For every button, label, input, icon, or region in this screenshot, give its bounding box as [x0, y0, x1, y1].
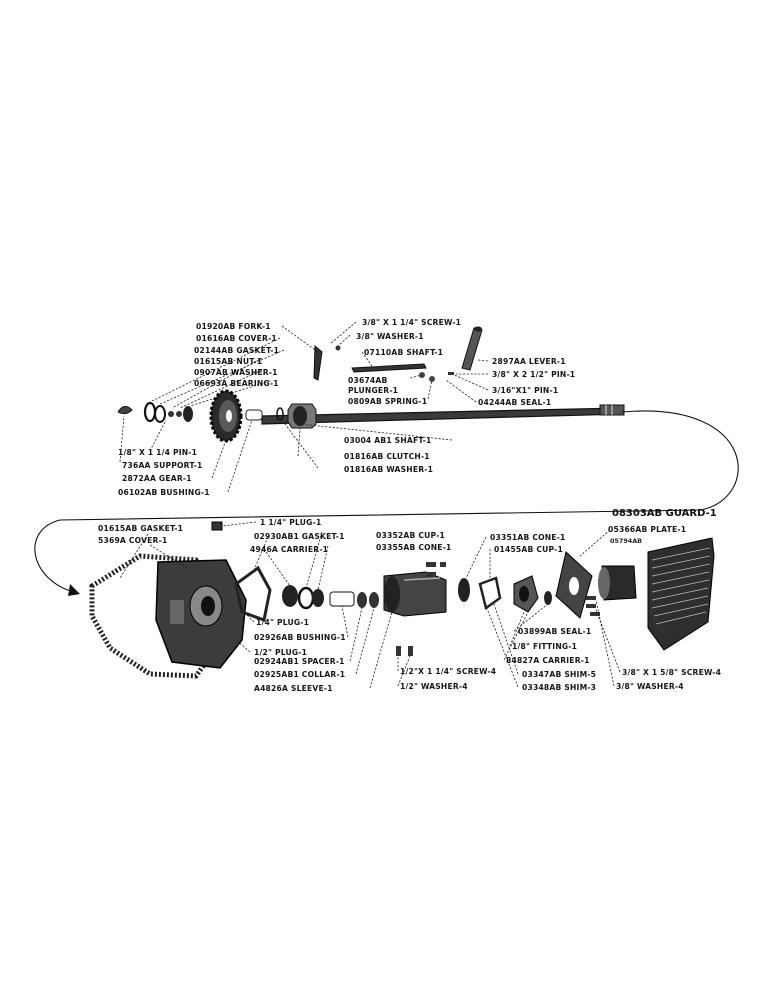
label-spring: 0809AB SPRING-1	[348, 397, 427, 406]
label-fitting: 1/8" FITTING-1	[512, 642, 577, 651]
label-washer-38: 3/8" WASHER-1	[356, 332, 424, 341]
label-cup-01455: 01455AB CUP-1	[494, 545, 563, 554]
label-seal-03899: 03899AB SEAL-1	[518, 627, 591, 636]
label-gear: 2872AA GEAR-1	[122, 474, 192, 483]
seal-part	[544, 591, 552, 605]
label-washer-12: 1/2" WASHER-4	[400, 682, 468, 691]
label-nut: 01615AB NUT-1	[194, 357, 262, 366]
plug-part	[211, 521, 223, 531]
label-carrier-84827: 84827A CARRIER-1	[506, 656, 590, 665]
label-plate: 05366AB PLATE-1	[608, 525, 686, 534]
label-carrier-4946: 4946A CARRIER-1	[250, 545, 328, 554]
label-clutch: 01816AB CLUTCH-1	[344, 452, 430, 461]
label-pin-18: 1/8" X 1 1/4 PIN-1	[118, 448, 197, 457]
label-collar: 02925AB1 COLLAR-1	[254, 670, 345, 679]
label-plunger: PLUNGER-1	[348, 386, 398, 395]
label-cover-5369: 5369A COVER-1	[98, 536, 167, 545]
label-plunger-num: 03674AB	[348, 376, 387, 385]
label-shaft-03004: 03004 AB1 SHAFT-1	[344, 436, 431, 445]
label-plug-12: 1/2" PLUG-1	[254, 648, 307, 657]
label-spacer: 02924AB1 SPACER-1	[254, 657, 345, 666]
label-sleeve: A4826A SLEEVE-1	[254, 684, 333, 693]
screws-part	[396, 562, 446, 656]
plate-screws-part	[586, 596, 600, 616]
washer-part	[276, 407, 284, 421]
label-cone-03355: 03355AB CONE-1	[376, 543, 452, 552]
gear-part	[209, 389, 243, 443]
leader-lines-upper	[119, 321, 489, 493]
label-plate-sub: 05794AB	[610, 537, 642, 545]
large-gasket-part	[89, 553, 225, 679]
label-support: 736AA SUPPORT-1	[122, 461, 202, 470]
label-bearing: 06693A BEARING-1	[194, 379, 279, 388]
label-pin-38: 3/8" X 2 1/2" PIN-1	[492, 370, 575, 379]
label-screw-12: 1/2"X 1 1/4" SCREW-4	[400, 667, 496, 676]
lever-part	[461, 326, 483, 371]
label-bushing-06102: 06102AB BUSHING-1	[118, 488, 210, 497]
sleeve-block-part	[383, 571, 447, 617]
leader-lines-lower	[119, 521, 621, 689]
shim-gasket-part	[478, 576, 502, 611]
cover-housing-part	[155, 559, 247, 669]
label-gasket-01615: 01615AB GASKET-1	[98, 524, 183, 533]
label-screw-38-4: 3/8" X 1 5/8" SCREW-4	[622, 668, 721, 677]
carrier-part	[513, 575, 539, 613]
label-seal-04244: 04244AB SEAL-1	[478, 398, 551, 407]
small-gasket-part	[234, 565, 272, 623]
label-gasket-top: 02144AB GASKET-1	[194, 346, 279, 355]
main-shaft-part	[261, 404, 625, 425]
label-gasket-02930: 02930AB1 GASKET-1	[254, 532, 345, 541]
label-shim-03347: 03347AB SHIM-5	[522, 670, 596, 679]
label-shaft-07110: 07110AB SHAFT-1	[364, 348, 443, 357]
bushing-part	[245, 409, 263, 421]
label-guard: 08303AB GUARD-1	[612, 508, 717, 519]
clutch-part	[287, 403, 317, 429]
small-left-parts	[117, 401, 193, 423]
label-cone-03351: 03351AB CONE-1	[490, 533, 566, 542]
label-cover-top: 01616AB COVER-1	[196, 334, 277, 343]
fork-part	[313, 344, 323, 381]
label-plug-14-top: 1 1/4" PLUG-1	[260, 518, 321, 527]
plate-part	[555, 551, 593, 619]
label-bushing-02926: 02926AB BUSHING-1	[254, 633, 346, 642]
label-shim-03348: 03348AB SHIM-3	[522, 683, 596, 692]
bearing-rings-parts	[282, 585, 379, 610]
label-plug-14: 1/4" PLUG-1	[256, 618, 309, 627]
label-lever: 2897AA LEVER-1	[492, 357, 566, 366]
label-cup-03352: 03352AB CUP-1	[376, 531, 445, 540]
pins-springs-part	[335, 345, 454, 382]
connector-arrowhead	[68, 584, 80, 596]
label-washer-38-4: 3/8" WASHER-4	[616, 682, 684, 691]
label-screw-top: 3/8" X 1 1/4" SCREW-1	[362, 318, 461, 327]
label-pin-316: 3/16"X1" PIN-1	[492, 386, 558, 395]
label-washer-0907: 0907AB WASHER-1	[194, 368, 278, 377]
shift-shaft-part	[351, 363, 427, 373]
guard-part	[598, 537, 715, 651]
label-fork: 01920AB FORK-1	[196, 322, 271, 331]
cone-part	[458, 578, 470, 602]
assembly-connector	[34, 410, 739, 593]
label-washer-01816: 01816AB WASHER-1	[344, 465, 433, 474]
